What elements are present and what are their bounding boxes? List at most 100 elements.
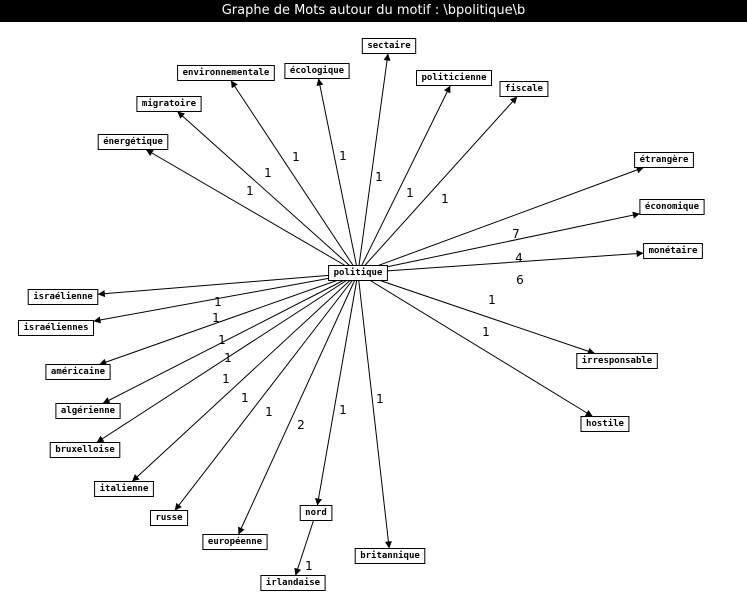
edge-politique-environnementale (230, 80, 354, 266)
edge-weight-politique-italienne: 1 (241, 391, 249, 405)
node-bruxelloise: bruxelloise (49, 442, 121, 458)
node-label: irlandaise (266, 577, 321, 588)
node-box (643, 243, 703, 259)
node-box (361, 38, 417, 54)
edge-politique-russe (174, 280, 353, 511)
node-box (354, 548, 426, 564)
node-box (639, 199, 705, 215)
node-label: énergétique (103, 136, 163, 147)
node-label: israélienne (33, 291, 93, 302)
node-americaine: américaine (45, 364, 111, 380)
edge-politique-monetaire (387, 250, 644, 272)
edge-politique-sectaire (358, 53, 391, 266)
node-economique: économique (639, 199, 705, 215)
node-box (284, 63, 350, 79)
node-label: étrangère (640, 154, 689, 165)
node-environnementale: environnementale (177, 65, 275, 81)
node-box (328, 265, 388, 281)
node-label: russe (155, 513, 183, 523)
node-britannique: britannique (354, 548, 426, 564)
edge-weight-politique-russe: 1 (265, 405, 273, 419)
node-label: politique (334, 267, 383, 278)
edge-weight-politique-politicienne: 1 (406, 186, 414, 200)
node-label: économique (645, 201, 700, 212)
edge-weight-nord-irlandaise: 1 (305, 559, 313, 573)
edge-politique-energetique (145, 149, 346, 266)
node-box (49, 442, 121, 458)
edge-politique-algerienne (102, 280, 344, 404)
edge-weight-politique-energetique: 1 (246, 184, 254, 198)
node-label: monétaire (649, 245, 698, 256)
edge-politique-bruxelloise (96, 280, 347, 443)
node-box (27, 289, 99, 305)
node-label: bruxelloise (55, 444, 115, 455)
node-label: irresponsable (582, 355, 653, 366)
node-box (634, 152, 694, 168)
edge-weight-politique-environnementale: 1 (292, 150, 300, 164)
edge-weight-politique-bruxelloise: 1 (222, 372, 230, 386)
edge-politique-economique (387, 211, 641, 268)
node-sectaire: sectaire (361, 38, 417, 54)
node-box (18, 320, 94, 336)
edge-politique-ecologique (316, 78, 357, 266)
node-label: hostile (586, 418, 625, 429)
node-label: environnementale (183, 67, 270, 78)
node-russe: russe (150, 510, 189, 526)
edge-politique-italienne (131, 280, 351, 482)
node-label: italienne (100, 483, 149, 494)
node-label: migratoire (142, 98, 197, 109)
edge-nord-irlandaise (294, 520, 314, 576)
edge-weight-politique-monetaire: 6 (516, 273, 524, 287)
edge-politique-israeliennes (93, 277, 329, 324)
node-fiscale: fiscale (499, 81, 549, 97)
node-box (94, 481, 154, 497)
edge-politique-britannique (358, 280, 392, 549)
node-label: politicienne (421, 72, 487, 83)
node-label: sectaire (367, 40, 411, 51)
edge-politique-israelienne (97, 274, 329, 298)
node-label: algérienne (61, 405, 116, 416)
edge-politique-migratoire (177, 111, 350, 266)
edge-weight-politique-irresponsable: 1 (488, 293, 496, 307)
edge-politique-europeenne (237, 280, 356, 535)
node-box (499, 81, 549, 97)
edge-politique-politicienne (361, 85, 451, 266)
node-europeenne: européenne (202, 534, 268, 550)
node-label: européenne (208, 536, 263, 547)
node-box (45, 364, 111, 380)
edge-politique-hostile (370, 280, 593, 417)
edge-politique-irresponsable (379, 280, 596, 355)
edge-weight-politique-algerienne: 1 (224, 351, 232, 365)
node-box (177, 65, 275, 81)
edge-weight-politique-israelienne: 1 (214, 295, 222, 309)
node-box (260, 575, 326, 591)
node-box (150, 510, 189, 526)
edge-weight-politique-fiscale: 1 (441, 192, 449, 206)
edge-weight-politique-sectaire: 1 (339, 149, 347, 163)
edge-weight-politique-ecologique: 1 (375, 170, 383, 184)
node-label: écologique (290, 65, 345, 76)
node-box (299, 505, 333, 521)
node-migratoire: migratoire (136, 96, 202, 112)
edge-weight-politique-hostile: 1 (482, 325, 490, 339)
edge-politique-americaine (99, 280, 337, 366)
node-irlandaise: irlandaise (260, 575, 326, 591)
node-box (97, 134, 169, 150)
node-box (576, 353, 658, 369)
node-politicienne: politicienne (416, 70, 492, 86)
node-box (580, 416, 630, 432)
node-italienne: italienne (94, 481, 154, 497)
node-etrangere: étrangère (634, 152, 694, 168)
node-label: fiscale (505, 83, 544, 94)
node-box (55, 403, 121, 419)
node-label: américaine (51, 366, 106, 377)
node-box (202, 534, 268, 550)
node-box (416, 70, 492, 86)
window-title: Graphe de Mots autour du motif : \bpolit… (0, 0, 747, 22)
node-monetaire: monétaire (643, 243, 703, 259)
node-label: britannique (360, 550, 420, 561)
edge-weight-politique-etrangere: 7 (512, 227, 520, 241)
edge-politique-fiscale (364, 96, 518, 266)
